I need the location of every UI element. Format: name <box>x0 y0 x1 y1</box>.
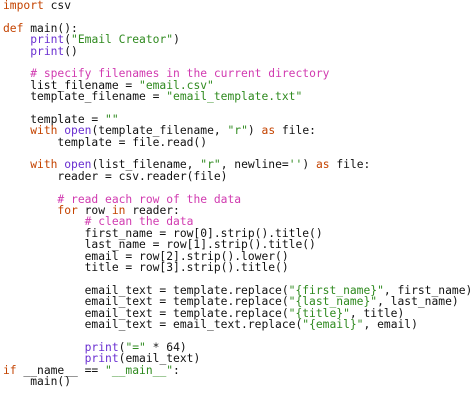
code-line: print("Email Creator") <box>3 34 474 45</box>
keyword-token: for <box>57 204 78 218</box>
code-line: template = "" <box>3 114 474 125</box>
keyword-token: with <box>30 124 58 138</box>
code-line: list_filename = "email.csv" <box>3 80 474 91</box>
comment-token: # read each row of the data <box>57 192 242 206</box>
code-token: main() <box>3 374 72 388</box>
string-token: "email_template.txt" <box>166 90 303 104</box>
string-token: "{title}" <box>288 306 350 320</box>
code-line: email_text = template.replace("{last_nam… <box>3 296 474 307</box>
code-token: ) <box>302 158 316 172</box>
code-token: __name__ == <box>16 363 106 377</box>
code-token: file: <box>329 158 371 172</box>
code-line: first_name = row[0].strip().title() <box>3 228 474 239</box>
string-token: "" <box>105 112 119 126</box>
builtin-token: print <box>30 44 65 58</box>
keyword-token: as <box>315 158 330 172</box>
code-token: : <box>173 363 180 377</box>
code-line: # specify filenames in the current direc… <box>3 68 474 79</box>
string-token: "Email Creator" <box>71 33 174 47</box>
code-token: template = <box>3 112 106 126</box>
code-token: , last_name) <box>377 295 459 309</box>
code-line: print() <box>3 44 474 58</box>
code-token: template = file.read() <box>3 135 208 149</box>
code-token: reader: <box>125 204 180 218</box>
code-token: row <box>77 204 112 218</box>
string-token: "r" <box>227 124 248 138</box>
string-token: "__main__" <box>105 363 174 377</box>
builtin-token: print <box>84 340 119 354</box>
code-token: first_name = row[0].strip().title() <box>3 226 323 240</box>
code-token: (list_filename, <box>91 158 201 172</box>
string-token: "=" <box>125 340 146 354</box>
code-token: , newline= <box>220 158 289 172</box>
code-token: , first_name) <box>383 283 473 297</box>
builtin-token: print <box>84 352 119 366</box>
comment-token: # clean the data <box>84 215 194 229</box>
string-token: "{email}" <box>302 317 364 331</box>
keyword-token: import <box>3 0 44 12</box>
code-line: template = file.read() <box>3 135 474 149</box>
code-token: title = row[3].strip().title() <box>3 260 289 274</box>
keyword-token: as <box>261 124 276 138</box>
code-token: email = row[2].strip().lower() <box>3 249 289 263</box>
code-line: reader = csv.reader(file) <box>3 171 474 182</box>
code-line: for row in reader: <box>3 205 474 216</box>
code-token: , email) <box>363 317 418 331</box>
code-token: email_text = template.replace( <box>3 283 289 297</box>
code-token: ( <box>64 33 72 47</box>
code-token: csv <box>43 0 72 12</box>
keyword-token: def <box>3 21 24 35</box>
builtin-token: print <box>30 33 65 47</box>
code-token: file: <box>275 124 316 138</box>
keyword-token: in <box>111 204 126 218</box>
code-token: email_text = template.replace( <box>3 306 289 320</box>
code-token: ( <box>118 340 126 354</box>
code-token: email_text = email_text.replace( <box>3 317 303 331</box>
code-token <box>3 45 30 58</box>
code-line: if __name__ == "__main__": <box>3 363 474 377</box>
code-token: main(): <box>23 21 78 35</box>
builtin-token: open <box>64 158 92 172</box>
comment-token: # specify filenames in the current direc… <box>30 67 330 81</box>
string-token: '' <box>288 158 303 172</box>
code-line: title = row[3].strip().title() <box>3 262 474 273</box>
builtin-token: open <box>64 124 92 138</box>
code-line: main() <box>3 376 474 387</box>
code-line: email_text = template.replace("{first_na… <box>3 285 474 296</box>
string-token: "{first_name}" <box>288 283 384 297</box>
code-line: email_text = template.replace("{title}",… <box>3 306 474 320</box>
code-token: last_name = row[1].strip().title() <box>3 238 316 252</box>
code-line: template_filename = "email_template.txt" <box>3 91 474 102</box>
code-line: with open(template_filename, "r") as fil… <box>3 125 474 136</box>
code-line: with open(list_filename, "r", newline=''… <box>3 159 474 170</box>
code-token: ) <box>247 124 262 138</box>
string-token: "email.csv" <box>139 78 214 92</box>
code-line: email = row[2].strip().lower() <box>3 249 474 263</box>
code-line: print(email_text) <box>3 353 474 364</box>
code-line: last_name = row[1].strip().title() <box>3 239 474 250</box>
code-token: (email_text) <box>118 352 201 366</box>
code-line: def main(): <box>3 23 474 34</box>
code-token: (template_filename, <box>91 124 228 138</box>
keyword-token: with <box>30 158 58 172</box>
keyword-token: if <box>3 363 17 377</box>
code-token: email_text = template.replace( <box>3 295 289 309</box>
code-line: import csv <box>3 0 474 11</box>
code-token: () <box>64 44 78 58</box>
code-line: email_text = email_text.replace("{email}… <box>3 319 474 330</box>
code-token: list_filename = <box>3 78 140 92</box>
string-token: "{last_name}" <box>288 295 378 309</box>
code-token: * 64) <box>145 340 187 354</box>
string-token: "r" <box>200 158 221 172</box>
code-token: template_filename = <box>3 90 167 104</box>
code-token: reader = csv.reader(file) <box>3 169 228 183</box>
code-line: # read each row of the data <box>3 192 474 206</box>
code-token: , title) <box>349 306 405 320</box>
code-token: ) <box>173 33 180 47</box>
code-line: print("=" * 64) <box>3 342 474 353</box>
code-line: # clean the data <box>3 216 474 227</box>
